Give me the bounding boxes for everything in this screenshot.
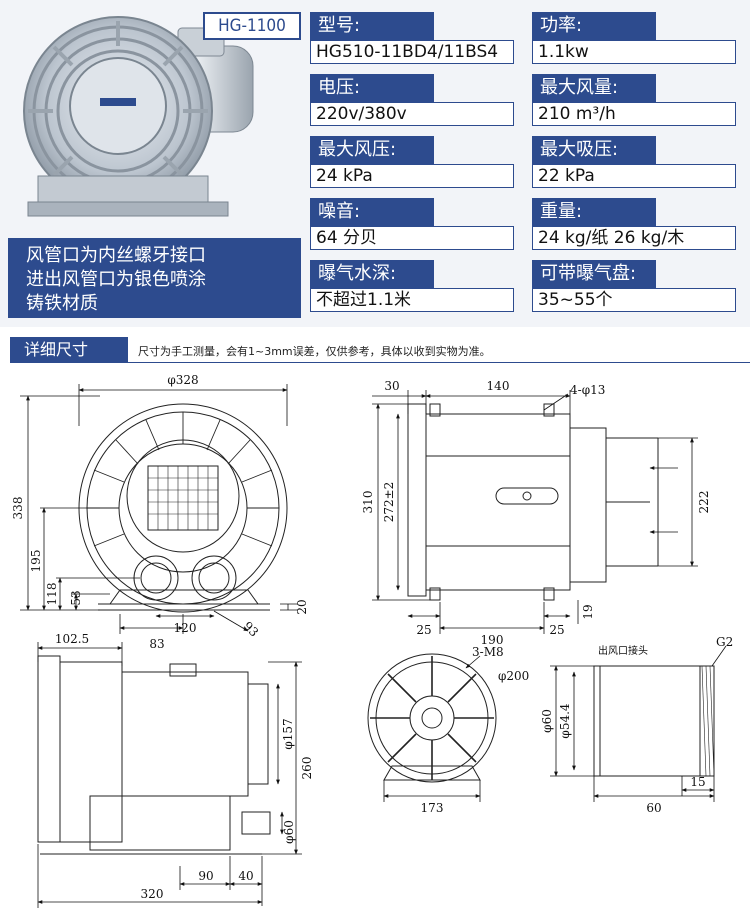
spec-value: 210 m³/h: [532, 102, 736, 126]
side-view: [407, 403, 659, 601]
flange-dims: [383, 655, 481, 802]
dim-label: φ54.4: [558, 703, 572, 738]
dim-label: 出风口接头: [598, 644, 648, 657]
spec-label: 最大风量:: [532, 74, 656, 102]
dimension-drawing: φ328 338 195 118 53 83 120 93 20: [11, 373, 733, 908]
description-line: 进出风管口为银色喷涂: [26, 269, 206, 290]
spec-label: 可带曝气盘:: [532, 260, 656, 288]
dim-label: 3-M8: [472, 645, 504, 659]
dim-label: 15: [690, 775, 705, 789]
dim-label: 260: [300, 757, 314, 780]
spec-value: 35~55个: [532, 288, 736, 312]
side-dims: [372, 390, 698, 634]
spec-value: HG510-11BD4/11BS4: [310, 40, 514, 64]
blower-photo: [23, 16, 254, 217]
dim-label: 60: [646, 801, 661, 815]
dim-label: 338: [11, 497, 25, 520]
spec-value: 1.1kw: [532, 40, 736, 64]
dim-label: φ60: [282, 820, 296, 844]
side-profile-view: [37, 655, 271, 855]
dim-label: 173: [421, 801, 444, 815]
dim-label: 30: [384, 379, 399, 393]
dim-label: 320: [141, 887, 164, 901]
side-profile-dim-labels: 102.5 φ157 260 φ60 90 40 320: [55, 632, 314, 901]
section-title: 详细尺寸: [10, 337, 128, 363]
spec-label: 功率:: [532, 12, 656, 40]
model-badge: HG-1100: [203, 12, 301, 40]
spec-label: 噪音:: [310, 198, 434, 226]
dim-label: 272±2: [382, 482, 396, 523]
dim-label: 93: [240, 619, 261, 640]
spec-value: 24 kg/纸 26 kg/木: [532, 226, 736, 250]
spec-value: 不超过1.1米: [310, 288, 514, 312]
dim-label: φ60: [540, 709, 554, 733]
description-line: 风管口为内丝螺牙接口: [26, 245, 206, 266]
spec-value: 64 分贝: [310, 226, 514, 250]
dim-label: 83: [149, 637, 164, 651]
side-profile-dims: [37, 642, 302, 908]
spec-label: 曝气水深:: [310, 260, 434, 288]
spec-value: 22 kPa: [532, 164, 736, 188]
dimensions-header: 详细尺寸 尺寸为手工测量，会有1~3mm误差，仅供参考，具体以收到实物为准。: [0, 337, 750, 363]
description-line: 铸铁材质: [26, 293, 98, 314]
dim-label: φ328: [167, 373, 198, 387]
pipe-dim-labels: 出风口接头 G2 φ60 φ54.4 60 15: [540, 635, 733, 815]
dim-label: φ157: [281, 718, 295, 749]
divider: [128, 362, 750, 363]
dim-label: φ200: [498, 669, 529, 683]
front-view: [78, 403, 288, 613]
dim-label: 222: [697, 491, 711, 514]
section-note: 尺寸为手工测量，会有1~3mm误差，仅供参考，具体以收到实物为准。: [138, 345, 491, 358]
dim-label: 195: [29, 550, 43, 573]
flange-dim-labels: 3-M8 φ200 173: [421, 645, 530, 815]
dim-label: 4-φ13: [570, 383, 605, 397]
dim-label: 120: [174, 621, 197, 635]
dim-label: 102.5: [55, 632, 89, 646]
spec-value: 220v/380v: [310, 102, 514, 126]
dim-label: 25: [416, 623, 431, 637]
spec-label: 重量:: [532, 198, 656, 226]
dim-label: 118: [45, 583, 59, 606]
dim-label: 25: [549, 623, 564, 637]
dim-label: 20: [295, 599, 309, 614]
dim-label: 140: [487, 379, 510, 393]
dim-label: 19: [581, 604, 595, 619]
description-box: 风管口为内丝螺牙接口 进出风管口为银色喷涂 铸铁材质: [8, 238, 301, 318]
spec-label: 最大吸压:: [532, 136, 656, 164]
dim-label: 40: [238, 869, 253, 883]
dim-label: 53: [69, 590, 83, 605]
spec-label: 最大风压:: [310, 136, 434, 164]
spec-label: 型号:: [310, 12, 434, 40]
front-dims: [20, 384, 298, 634]
pipe-dims: [550, 645, 727, 802]
side-dim-labels: 30 140 4-φ13 310 272±2 222 25 190 25 19: [361, 379, 711, 647]
spec-label: 电压:: [310, 74, 434, 102]
flange-view: [367, 653, 497, 783]
dim-label: G2: [716, 635, 733, 649]
spec-value: 24 kPa: [310, 164, 514, 188]
dim-label: 190: [481, 633, 504, 647]
dim-label: 90: [198, 869, 213, 883]
product-header: HG-1100 风管口为内丝螺牙接口 进出风管口为银色喷涂 铸铁材质 型号: H…: [0, 0, 750, 327]
pipe-view: [593, 665, 715, 777]
dim-label: 310: [361, 491, 375, 514]
